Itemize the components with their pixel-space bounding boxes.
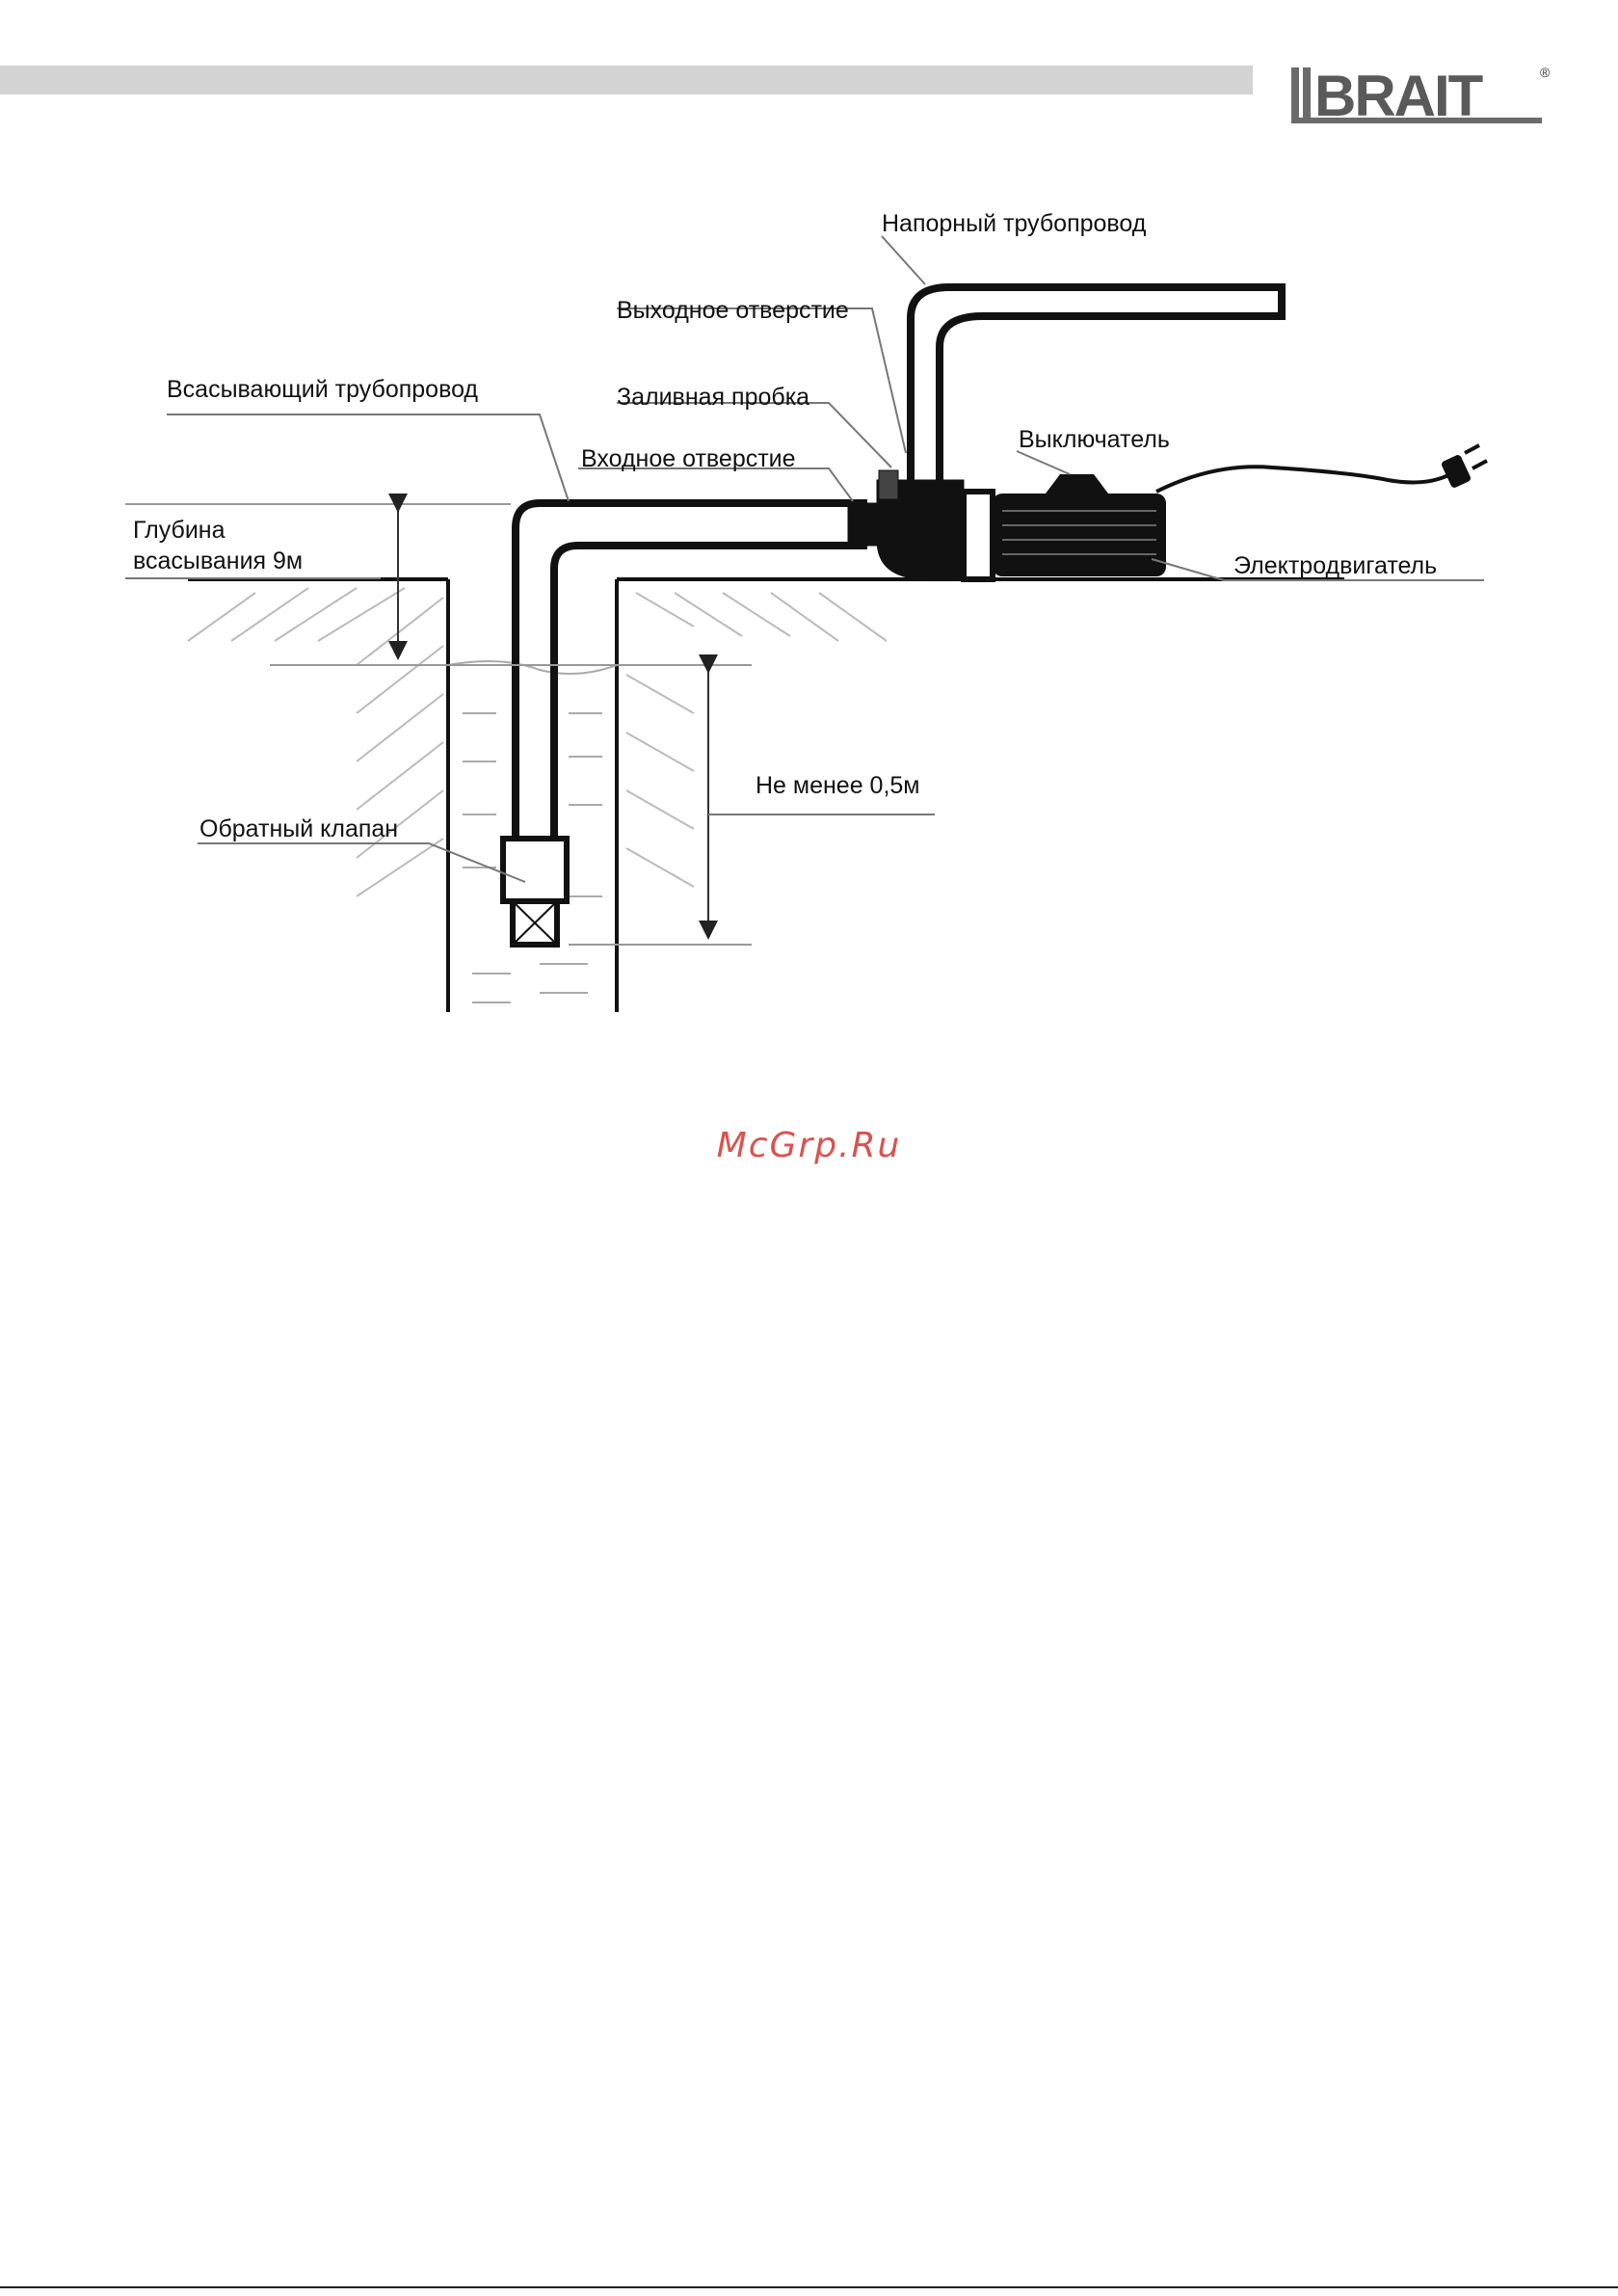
- label-depth-line1: Глубина: [133, 517, 225, 544]
- footer-line: [0, 2286, 1618, 2288]
- pump-housing: [848, 470, 993, 579]
- label-check-valve: Обратный клапан: [199, 815, 398, 842]
- check-valve: [503, 839, 567, 945]
- electric-motor: [993, 474, 1166, 576]
- label-motor: Электродвигатель: [1233, 552, 1437, 579]
- water-lines: [448, 661, 617, 1002]
- pump-installation-diagram: Напорный трубопровод Выходное отверстие …: [0, 0, 1618, 1060]
- label-switch: Выключатель: [1019, 426, 1170, 453]
- label-suction-pipe: Всасывающий трубопровод: [167, 376, 478, 403]
- label-pressure-pipe: Напорный трубопровод: [882, 210, 1147, 237]
- power-plug: [1441, 445, 1487, 489]
- label-depth-line2: всасывания 9м: [133, 547, 303, 574]
- label-inlet: Входное отверстие: [581, 445, 796, 472]
- label-filling-plug: Заливная пробка: [617, 384, 809, 411]
- power-cable: [1156, 467, 1450, 492]
- watermark: McGrp.Ru: [0, 1126, 1618, 1165]
- label-outlet: Выходное отверстие: [617, 297, 849, 324]
- label-min-depth: Не менее 0,5м: [756, 772, 920, 799]
